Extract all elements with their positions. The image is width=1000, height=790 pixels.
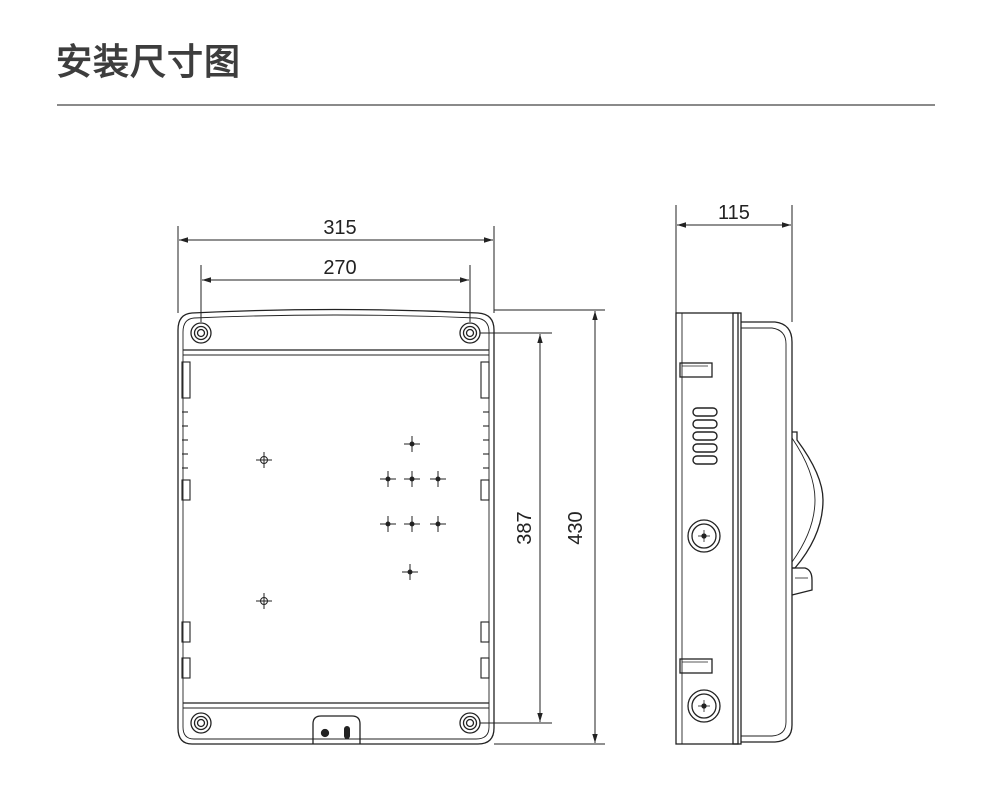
mounting-point-marker [256,452,272,468]
dimension-front-width: 315 [177,217,495,313]
side-view: 115 [675,202,824,745]
vent-slots [692,407,718,465]
side-back-plate [675,312,739,745]
side-flange [732,312,742,745]
mounting-point-marker [430,471,446,487]
front-outline [177,308,495,745]
mounting-point-marker [404,471,420,487]
page-title: 安装尺寸图 [56,42,242,83]
dimension-side-depth: 115 [675,202,793,322]
dimension-front-height: 430 [494,309,605,745]
mounting-point-marker [380,516,396,532]
cable-gland-upper [687,519,721,553]
dimension-label-315: 315 [323,217,356,239]
left-side-clips [181,361,191,679]
dimension-label-270: 270 [323,257,356,279]
internal-mounting-points [256,436,446,609]
bottom-latch [312,715,361,744]
mounting-point-marker [404,516,420,532]
mounting-point-marker [380,471,396,487]
lid-knob [792,431,824,569]
front-inner-outline [182,314,490,740]
mounting-point-marker [402,564,418,580]
dimension-label-115: 115 [718,202,750,224]
mounting-point-marker [430,516,446,532]
mount-hole-bottom-left [190,712,212,734]
side-lid [741,321,793,743]
mounting-point-marker [404,436,420,452]
cable-gland-lower [687,689,721,723]
right-side-clips [480,361,490,679]
mounting-point-marker [256,593,272,609]
dimension-label-387: 387 [514,511,536,544]
dimension-hole-height: 387 [480,332,552,724]
lid-latch [791,567,813,596]
mount-hole-top-right [459,322,481,344]
dimension-hole-span: 270 [200,257,471,322]
title-divider [57,104,935,106]
side-slot-top [679,362,713,378]
dimension-label-430: 430 [565,511,587,544]
mount-hole-top-left [190,322,212,344]
side-slot-bottom [679,658,713,674]
front-view: 315 270 387 430 [177,217,605,745]
mount-hole-bottom-right [459,712,481,734]
